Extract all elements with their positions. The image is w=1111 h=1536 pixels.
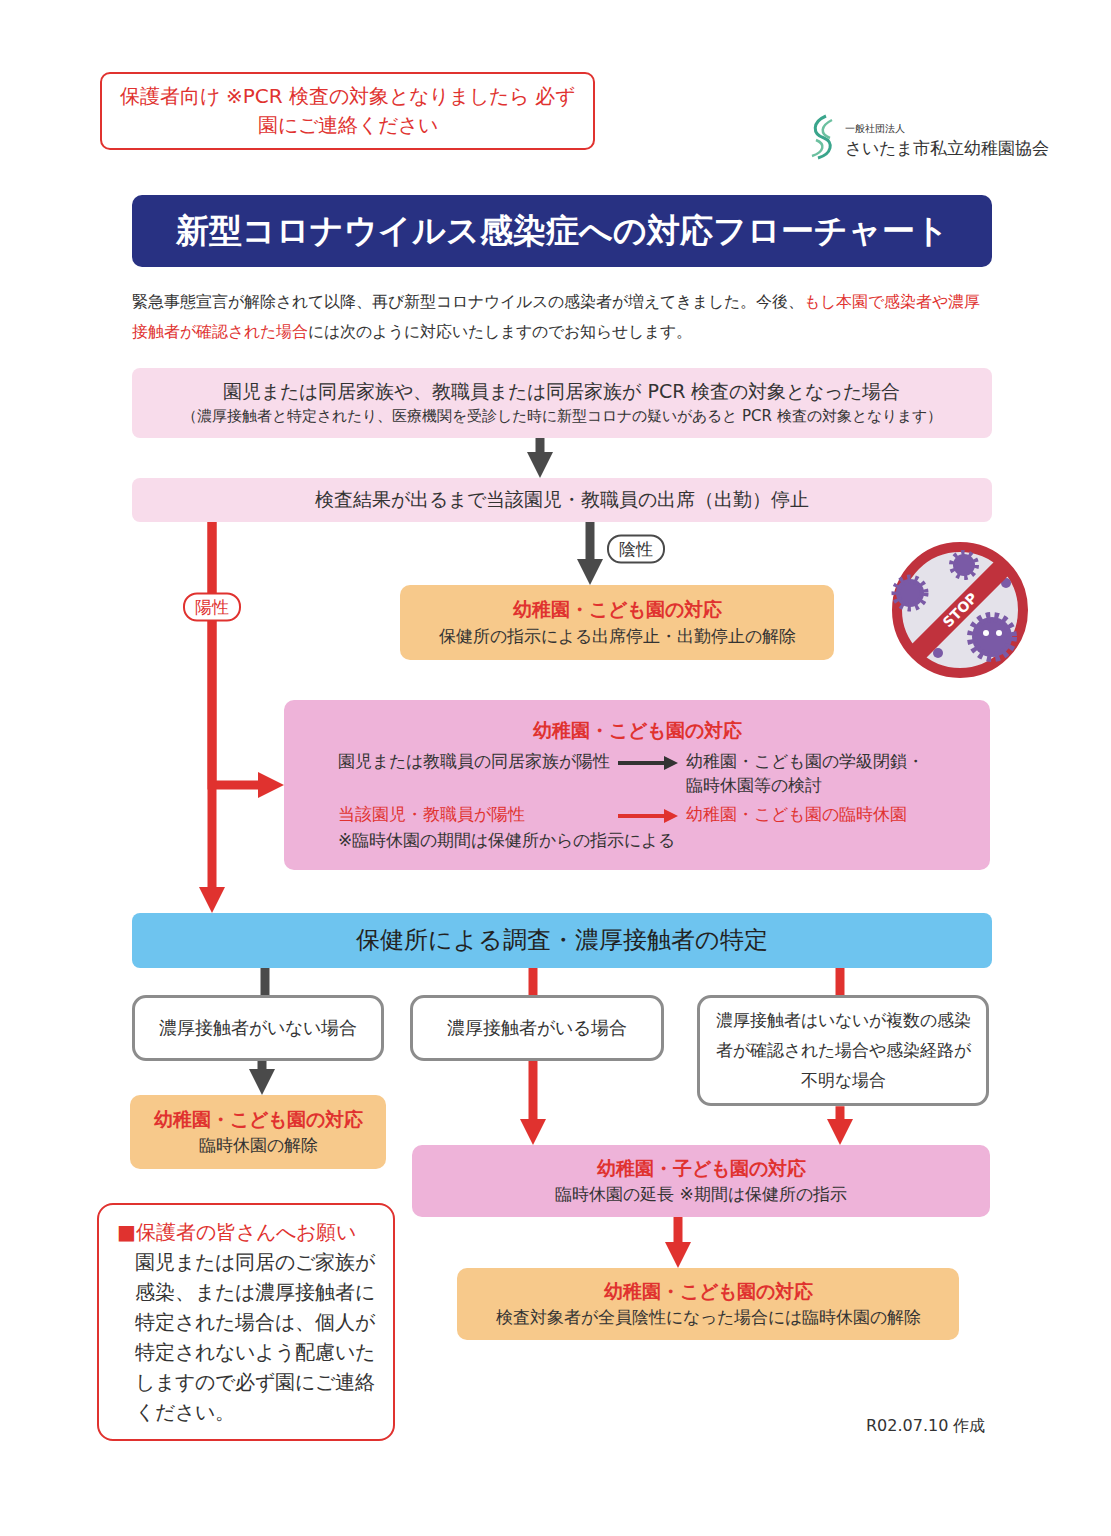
box-heading: ■保護者の皆さんへお願い — [117, 1217, 375, 1247]
box-text: 保健所による調査・濃厚接触者の特定 — [146, 923, 978, 958]
result-grid: 園児または教職員の同居家族が陽性 幼稚園・こども園の学級閉鎖・臨時休園等の検討当該… — [298, 749, 976, 828]
flow-arrow — [586, 522, 595, 573]
title-band: 新型コロナウイルス感染症への対応フローチャート — [132, 195, 992, 267]
flow-arrow — [529, 1061, 538, 1133]
title-text: 新型コロナウイルス感染症への対応フローチャート — [176, 209, 949, 254]
box-text: 臨時休園の延長 ※期間は保健所の指示 — [426, 1182, 976, 1207]
flow-arrow — [208, 522, 217, 901]
arrow-head — [277, 785, 284, 786]
process-band: 保健所による調査・濃厚接触者の特定 — [132, 913, 992, 968]
box-heading: 幼稚園・こども園の対応 — [471, 1278, 945, 1306]
process-band: 検査結果が出るまで当該園児・教職員の出席（出勤）停止 — [132, 478, 992, 522]
flow-arrow — [529, 968, 538, 995]
box-heading: 園児または同居家族や、教職員または同居家族が PCR 検査の対象となった場合 — [146, 378, 978, 406]
box-text: 保護者向け ※PCR 検査の対象となりましたら 必ず園にご連絡ください — [116, 82, 579, 140]
flow-arrow — [674, 1217, 683, 1256]
action-box: 幼稚園・こども園の対応園児または教職員の同居家族が陽性 幼稚園・こども園の学級閉鎖… — [284, 700, 990, 870]
box-text: 保健所の指示による出席停止・出勤停止の解除 — [414, 624, 820, 649]
box-text: 幼稚園・こども園の臨時休園 — [686, 802, 936, 827]
box-text: 臨時休園の解除 — [144, 1133, 372, 1158]
box-text: 検査結果が出るまで当該園児・教職員の出席（出勤）停止 — [146, 486, 978, 514]
logo-mark — [804, 112, 840, 162]
start-band: 園児または同居家族や、教職員または同居家族が PCR 検査の対象となった場合（濃… — [132, 368, 992, 438]
inline-arrow — [616, 804, 680, 828]
edge-label: 陽性 — [183, 593, 241, 622]
box-text: （濃厚接触者と特定されたり、医療機関を受診した時に新型コロナの疑いがあると PC… — [146, 406, 978, 428]
action-box: 幼稚園・こども園の対応保健所の指示による出席停止・出勤停止の解除 — [400, 585, 834, 660]
condition-box: 濃厚接触者はいないが複数の感染者が確認された場合や感染経路が不明な場合 — [697, 995, 989, 1106]
edge-label: 陰性 — [607, 535, 665, 564]
box-text: 幼稚園・こども園の学級閉鎖・臨時休園等の検討 — [686, 749, 936, 798]
box-heading: 幼稚園・子ども園の対応 — [426, 1155, 976, 1183]
box-text: 当該園児・教職員が陽性 — [338, 802, 610, 827]
flow-arrow — [836, 968, 845, 995]
note-label: R02.07.10 作成 — [866, 1416, 985, 1437]
flow-arrow — [212, 522, 272, 785]
box-text: 濃厚接触者がいる場合 — [427, 1015, 647, 1041]
box-text: 園児または同居のご家族が感染、または濃厚接触者に特定された場合は、個人が特定され… — [117, 1247, 375, 1427]
box-heading: 幼稚園・こども園の対応 — [144, 1106, 372, 1134]
flow-arrow — [261, 968, 270, 995]
intro-paragraph: 緊急事態宣言が解除されて以降、再び新型コロナウイルスの感染者が増えてきました。今… — [132, 287, 992, 347]
flow-arrow — [258, 1061, 267, 1083]
condition-box: 濃厚接触者がいない場合 — [132, 995, 384, 1061]
notice-box: ■保護者の皆さんへお願い園児または同居のご家族が感染、または濃厚接触者に特定され… — [97, 1203, 395, 1441]
action-box: 幼稚園・こども園の対応検査対象者が全員陰性になった場合には臨時休園の解除 — [457, 1268, 959, 1340]
box-text: 濃厚接触者はいないが複数の感染者が確認された場合や感染経路が不明な場合 — [714, 1006, 972, 1095]
note-label: 一般社団法人 — [845, 122, 905, 136]
action-box: 幼稚園・こども園の対応臨時休園の解除 — [130, 1095, 386, 1169]
intro-text: には次のように対応いたしますのでお知らせします。 — [308, 322, 692, 341]
flow-arrow — [536, 438, 545, 466]
box-text: 検査対象者が全員陰性になった場合には臨時休園の解除 — [471, 1305, 945, 1330]
box-heading: 幼稚園・こども園の対応 — [414, 596, 820, 624]
box-text: 園児または教職員の同居家族が陽性 — [338, 749, 610, 774]
notice-box: 保護者向け ※PCR 検査の対象となりましたら 必ず園にご連絡ください — [100, 72, 595, 150]
inline-arrow — [616, 751, 680, 775]
arrow-head — [212, 874, 213, 913]
box-text: ※臨時休園の期間は保健所からの指示による — [298, 828, 976, 853]
arrow-head — [533, 1137, 534, 1145]
intro-text: 緊急事態宣言が解除されて以降、再び新型コロナウイルスの感染者が増えてきました。今… — [132, 292, 804, 311]
flow-arrow — [836, 1106, 845, 1133]
box-text: 濃厚接触者がいない場合 — [149, 1015, 367, 1041]
action-box: 幼稚園・子ども園の対応臨時休園の延長 ※期間は保健所の指示 — [412, 1145, 990, 1217]
condition-box: 濃厚接触者がいる場合 — [410, 995, 664, 1061]
box-heading: 幼稚園・こども園の対応 — [298, 717, 976, 745]
note-label: さいたま市私立幼稚園協会 — [845, 137, 1049, 160]
